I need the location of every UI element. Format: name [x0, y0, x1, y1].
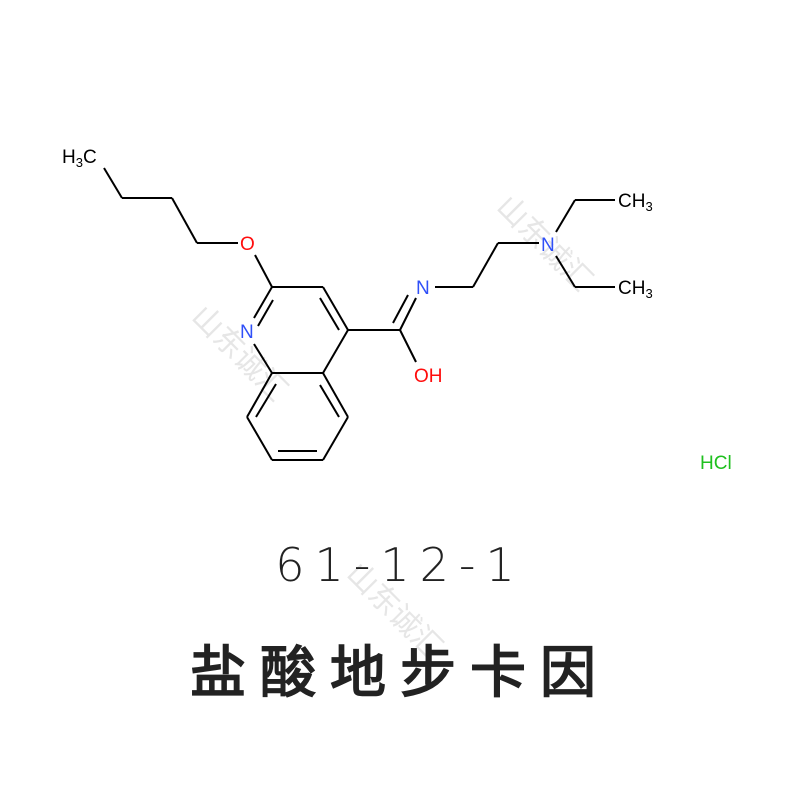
- ether-oxygen-label: O: [240, 234, 255, 255]
- methyl-label-butyl: H3C: [62, 147, 97, 170]
- amide-nitrogen-label: N: [416, 278, 430, 299]
- watermark-1: 山东诚汇: [184, 299, 294, 409]
- watermark-group: 山东诚汇 山东诚汇 山东诚汇: [184, 189, 599, 666]
- hcl-salt-label: HCl: [700, 453, 732, 474]
- quinoline-ring: [246, 286, 349, 461]
- ethyl-methyl-top-label: CH3: [618, 191, 653, 214]
- ether-bond: [254, 254, 273, 288]
- ring-nitrogen-label: N: [240, 322, 254, 343]
- diethylamino-group: [555, 199, 615, 288]
- imidic-acid-group: [348, 294, 417, 363]
- ethylene-linker: [435, 242, 539, 288]
- amine-nitrogen-label: N: [541, 235, 555, 256]
- compound-name: 盐酸地步卡因: [190, 641, 610, 706]
- ethyl-methyl-bottom-label: CH3: [618, 278, 653, 301]
- butyl-chain: [103, 167, 238, 244]
- hydroxyl-label: OH: [414, 366, 443, 387]
- cas-number: 61-12-1: [275, 538, 525, 592]
